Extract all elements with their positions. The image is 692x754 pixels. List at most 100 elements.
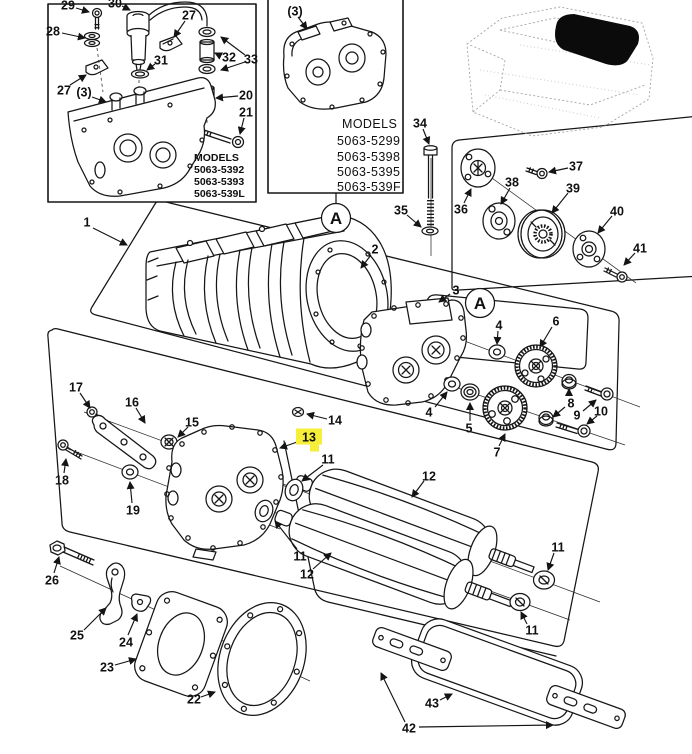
models-heading-2: MODELS xyxy=(342,117,397,131)
detail-marker-A: A xyxy=(464,287,496,319)
callout-14: 14 xyxy=(306,411,342,428)
washer-5-drawing xyxy=(460,383,480,401)
leader-line xyxy=(500,187,511,205)
callout-3: (3) xyxy=(76,86,107,104)
bolt-9-drawing xyxy=(584,385,614,401)
strap-plate-16-drawing xyxy=(91,414,157,470)
callout-27: 27 xyxy=(57,74,87,98)
callout-11: 11 xyxy=(546,541,565,571)
callout-number: 6 xyxy=(553,315,560,329)
detail-markers: AA xyxy=(320,202,496,319)
leader-line xyxy=(297,16,308,30)
callout-number: 31 xyxy=(154,54,168,68)
model-number: 5063-539F xyxy=(337,180,401,194)
leader-line xyxy=(274,520,298,550)
callout-number: 9 xyxy=(574,409,581,423)
leader-line xyxy=(91,95,107,104)
leader-line xyxy=(220,61,246,72)
retainer-8a-drawing xyxy=(561,373,577,390)
callout-21: 21 xyxy=(237,106,253,135)
callout-number: 16 xyxy=(125,396,139,410)
callout-11: 11 xyxy=(520,611,539,638)
callout-number: 7 xyxy=(494,446,501,460)
callout-number: 11 xyxy=(321,453,334,467)
detail-marker-letter: A xyxy=(474,294,486,313)
leader-line xyxy=(220,36,246,56)
callout-number: (3) xyxy=(287,5,302,19)
callout-20: 20 xyxy=(214,89,253,103)
callout-number: 2 xyxy=(372,243,379,257)
callout-number: 20 xyxy=(239,89,253,103)
leader-line xyxy=(552,406,566,418)
leader-line xyxy=(126,480,135,504)
leader-line xyxy=(597,215,613,234)
callout-16: 16 xyxy=(125,396,146,424)
callout-3: (3) xyxy=(287,5,308,30)
callout-31: 31 xyxy=(146,54,168,71)
highlight-tab xyxy=(310,444,319,452)
plug-14-drawing xyxy=(291,406,305,418)
inset-box-2: MODELS 5063-5299 5063-5398 5063-5395 506… xyxy=(267,0,404,204)
callout-24: 24 xyxy=(119,613,138,650)
collar-11a-drawing xyxy=(284,478,304,502)
callout-number: 8 xyxy=(568,397,575,411)
leader-line xyxy=(53,556,61,574)
callout-4: 4 xyxy=(426,391,448,420)
callout-41: 41 xyxy=(623,242,647,266)
leader-line xyxy=(360,254,372,269)
callout-number: 3 xyxy=(453,284,460,298)
gasket-22-drawing xyxy=(217,602,307,716)
callout-number: 37 xyxy=(569,160,583,174)
callout-7: 7 xyxy=(494,433,506,460)
callout-number: 27 xyxy=(57,84,71,98)
callout-number: 11 xyxy=(551,541,564,555)
callout-number: 4 xyxy=(426,406,433,420)
callout-11: 11 xyxy=(274,520,307,564)
callout-number: 1 xyxy=(84,216,91,230)
strip-42b-drawing xyxy=(546,684,626,730)
end-plate-housing-box1-drawing xyxy=(67,77,216,197)
callout-number: 42 xyxy=(402,722,416,736)
gear-7-drawing xyxy=(482,385,528,431)
callout-9: 9 xyxy=(574,399,597,423)
callout-number: 12 xyxy=(300,568,314,582)
detail-marker-circle xyxy=(320,202,352,234)
engine-reference-sketch xyxy=(466,6,654,137)
callout-number: 19 xyxy=(126,504,140,518)
coupling-39-drawing xyxy=(517,209,566,259)
callout-number: 10 xyxy=(594,405,608,419)
model-number: 5063-539L xyxy=(194,188,245,200)
callout-22: 22 xyxy=(187,690,216,707)
assembly-outlines xyxy=(47,116,692,657)
leader-line xyxy=(135,407,146,424)
callout-number: 39 xyxy=(566,182,580,196)
callout-number: 36 xyxy=(454,203,468,217)
callout-13: 13 xyxy=(279,428,322,452)
model-number: 5063-5395 xyxy=(337,165,400,179)
highlight-box xyxy=(296,428,322,445)
bolt-26-drawing xyxy=(49,540,95,566)
callout-number: 14 xyxy=(328,414,342,428)
callout-17: 17 xyxy=(69,381,91,409)
callout-12: 12 xyxy=(411,470,436,498)
callout-42: 42 xyxy=(380,672,555,736)
leader-line xyxy=(79,392,91,409)
hub-40-drawing xyxy=(572,230,606,268)
leader-line xyxy=(83,607,107,631)
leader-line xyxy=(406,214,422,228)
leader-line xyxy=(69,74,87,86)
leader-line xyxy=(539,326,553,348)
leader-line xyxy=(498,433,506,447)
callout-number: 30 xyxy=(108,0,122,11)
leader-line xyxy=(418,721,555,730)
leader-line xyxy=(380,672,406,723)
callout-11: 11 xyxy=(301,453,335,482)
callout-32: 32 xyxy=(214,51,236,65)
callout-10: 10 xyxy=(586,405,608,425)
callout-number: 23 xyxy=(100,661,114,675)
callout-number: 18 xyxy=(55,474,69,488)
callout-4: 4 xyxy=(493,319,503,346)
leader-line xyxy=(582,399,597,412)
callout-18: 18 xyxy=(55,458,69,488)
leader-line xyxy=(546,552,555,571)
